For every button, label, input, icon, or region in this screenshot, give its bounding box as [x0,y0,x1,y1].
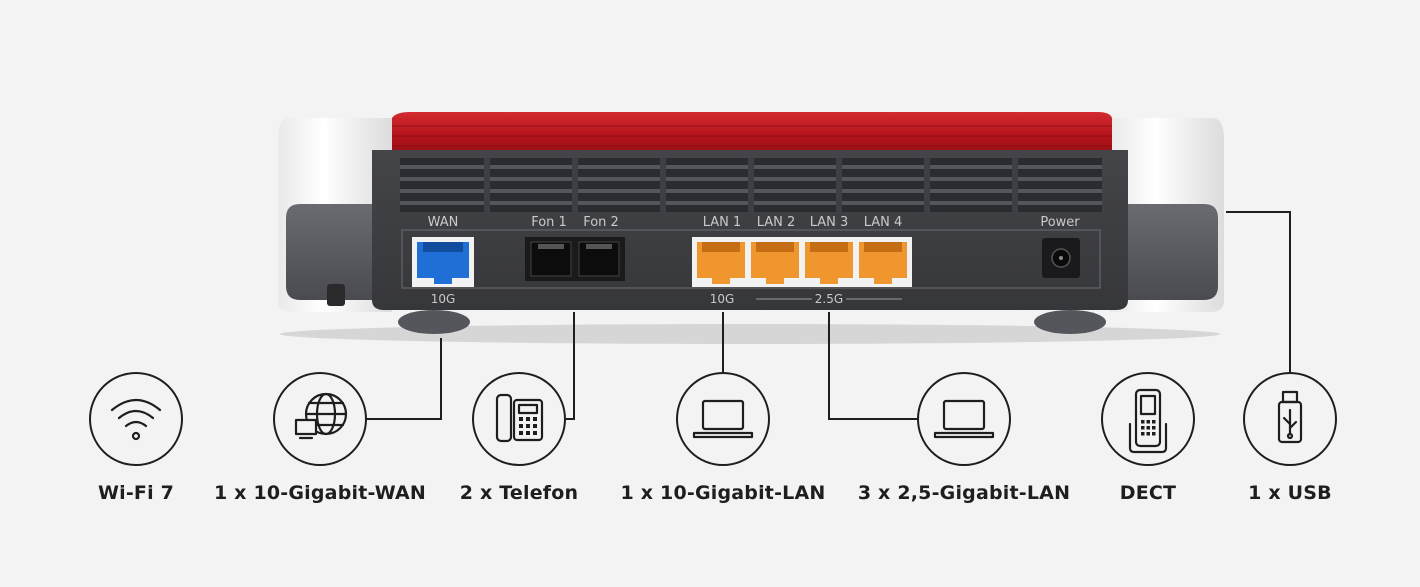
laptop-icon [692,399,754,439]
wan-port [412,237,474,287]
telephone-icon [495,393,544,443]
dect-phone-icon-circle [1101,372,1195,466]
feature-label-telefon: 2 x Telefon [459,482,579,504]
lan1-speed-label: 10G [710,292,735,306]
feature-label-lan-2-5g: 3 x 2,5-Gigabit-LAN [857,482,1071,504]
fon-ports [525,237,625,281]
globe-icon [294,392,348,440]
laptop-icon-circle-1 [676,372,770,466]
vent-grille [400,158,1102,212]
wan-port-label: WAN [428,215,459,230]
right-side-block [1112,204,1218,300]
lan1-port-label: LAN 1 [703,215,742,230]
feature-label-lan-10g: 1 x 10-Gigabit-LAN [620,482,826,504]
right-foot [1034,310,1106,334]
power-port-label: Power [1040,215,1080,230]
wan-speed-label: 10G [431,292,456,306]
left-foot [398,310,470,334]
lan2-port-label: LAN 2 [757,215,796,230]
lan3-port-label: LAN 3 [810,215,849,230]
feature-label-usb: 1 x USB [1248,482,1332,504]
feature-label-wifi: Wi-Fi 7 [97,482,175,504]
globe-icon-circle [273,372,367,466]
dect-phone-icon [1128,388,1168,454]
laptop-icon-circle-2 [917,372,1011,466]
wifi-icon-circle [89,372,183,466]
kensington-slot [327,284,345,306]
router-shadow [280,324,1220,344]
feature-label-dect: DECT [1119,482,1177,504]
lan-ports [692,237,912,287]
fon1-port-label: Fon 1 [531,215,567,230]
fon2-port-label: Fon 2 [583,215,619,230]
laptop-icon [933,399,995,439]
wifi-icon [110,398,162,441]
port-frame [401,229,1101,289]
left-side-block [286,204,390,300]
power-socket [1042,238,1080,278]
feature-label-wan: 1 x 10-Gigabit-WAN [213,482,427,504]
connector-lines [366,211,1291,420]
lan-group-speed-label: 2.5G [815,292,843,306]
usb-icon [1277,390,1303,444]
lan4-port-label: LAN 4 [864,215,903,230]
